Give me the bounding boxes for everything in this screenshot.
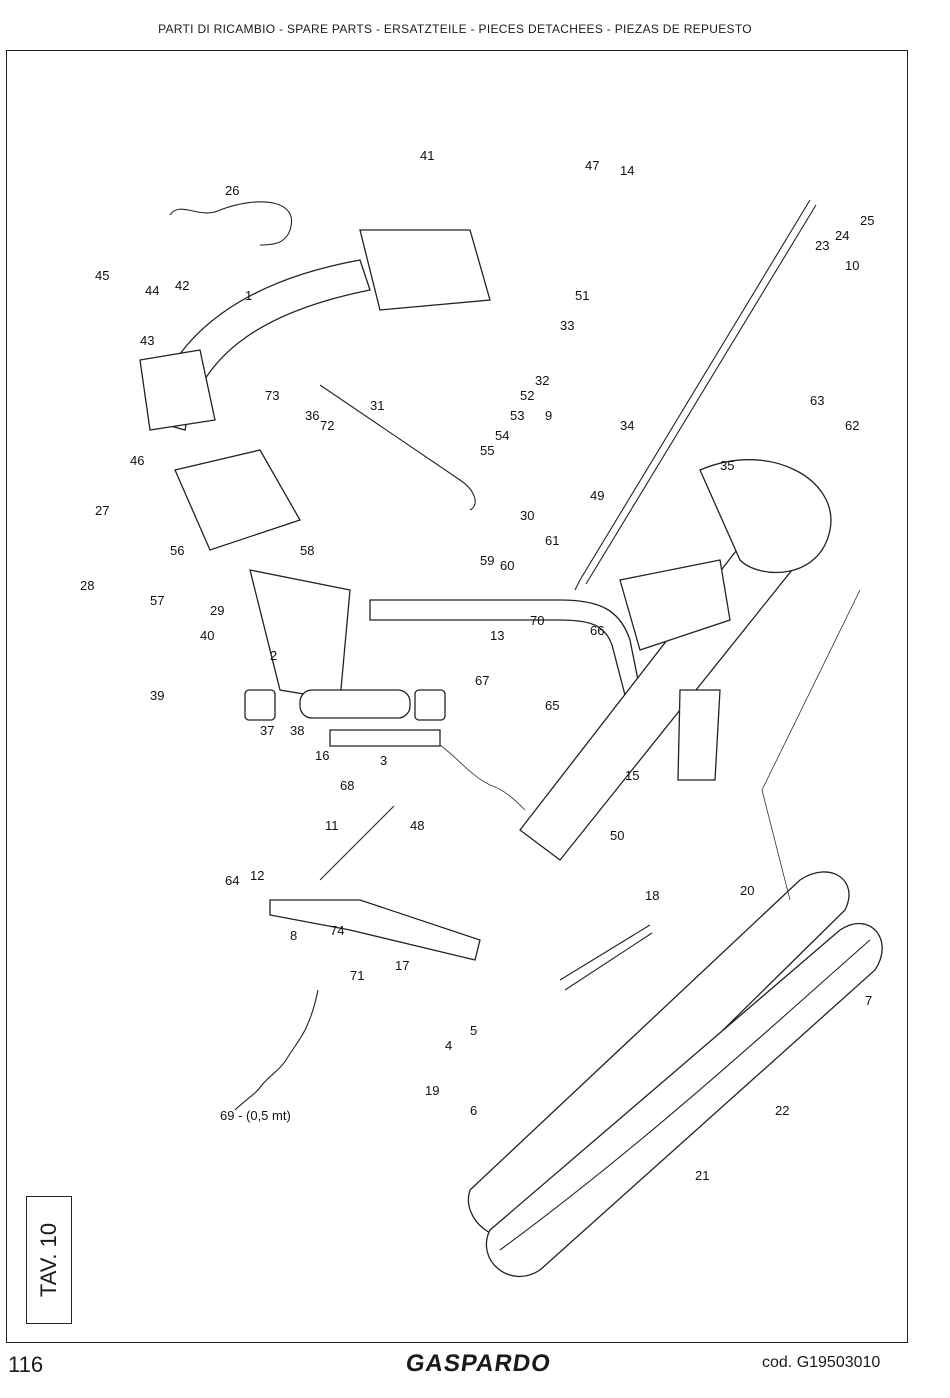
lower-plate: [269, 899, 481, 961]
callout-64: 64: [225, 873, 239, 888]
callout-4: 4: [445, 1038, 452, 1053]
callout-69: 69 - (0,5 mt): [220, 1108, 291, 1123]
callout-50: 50: [610, 828, 624, 843]
brand-logo: GASPARDO: [404, 1350, 553, 1377]
callout-40: 40: [200, 628, 214, 643]
callout-12: 12: [250, 868, 264, 883]
callout-49: 49: [590, 488, 604, 503]
callout-52: 52: [520, 388, 534, 403]
callout-9: 9: [545, 408, 552, 423]
callout-21: 21: [695, 1168, 709, 1183]
callout-44: 44: [145, 283, 159, 298]
callout-2: 2: [270, 648, 277, 663]
callout-24: 24: [835, 228, 849, 243]
callout-42: 42: [175, 278, 189, 293]
callout-61: 61: [545, 533, 559, 548]
callout-7: 7: [865, 993, 872, 1008]
table-number-box: TAV. 10: [26, 1196, 72, 1324]
callout-10: 10: [845, 258, 859, 273]
belt-cover: [485, 923, 883, 1277]
main-arch-frame: [139, 229, 491, 551]
callout-34: 34: [620, 418, 634, 433]
callout-43: 43: [140, 333, 154, 348]
callout-51: 51: [575, 288, 589, 303]
callout-13: 13: [490, 628, 504, 643]
callout-11: 11: [325, 818, 339, 833]
page-header: PARTI DI RICAMBIO - SPARE PARTS - ERSATZ…: [158, 22, 752, 36]
callout-60: 60: [500, 558, 514, 573]
callout-26: 26: [225, 183, 239, 198]
callout-28: 28: [80, 578, 94, 593]
callout-72: 72: [320, 418, 334, 433]
callout-33: 33: [560, 318, 574, 333]
callout-74: 74: [330, 923, 344, 938]
callout-66: 66: [590, 623, 604, 638]
coil-spring-69: [234, 989, 319, 1111]
callout-54: 54: [495, 428, 509, 443]
callout-56: 56: [170, 543, 184, 558]
callout-29: 29: [210, 603, 224, 618]
callout-65: 65: [545, 698, 559, 713]
callout-45: 45: [95, 268, 109, 283]
callout-68: 68: [340, 778, 354, 793]
callout-5: 5: [470, 1023, 477, 1038]
callout-39: 39: [150, 688, 164, 703]
callout-8: 8: [290, 928, 297, 943]
tension-spring: [319, 805, 395, 881]
callout-47: 47: [585, 158, 599, 173]
hairpin-clip: [169, 201, 293, 246]
callout-23: 23: [815, 238, 829, 253]
callout-31: 31: [370, 398, 384, 413]
callout-1: 1: [245, 288, 252, 303]
callout-18: 18: [645, 888, 659, 903]
callout-48: 48: [410, 818, 424, 833]
callout-67: 67: [475, 673, 489, 688]
callout-3: 3: [380, 753, 387, 768]
callout-46: 46: [130, 453, 144, 468]
callout-36: 36: [305, 408, 319, 423]
main-beam: [519, 519, 801, 861]
drawing-frame: [6, 50, 908, 1343]
callout-37: 37: [260, 723, 274, 738]
callout-57: 57: [150, 593, 164, 608]
callout-70: 70: [530, 613, 544, 628]
callout-32: 32: [535, 373, 549, 388]
callout-58: 58: [300, 543, 314, 558]
callout-73: 73: [265, 388, 279, 403]
callout-27: 27: [95, 503, 109, 518]
callout-labels: 1 2 3 4 5 6 7 8 9 10 11 12 13 14 15 16 1…: [80, 148, 874, 1183]
callout-6: 6: [470, 1103, 477, 1118]
long-rod: [574, 199, 811, 591]
bent-tube: [369, 599, 641, 696]
short-rod: [559, 924, 651, 981]
callout-71: 71: [350, 968, 364, 983]
callout-35: 35: [720, 458, 734, 473]
callout-38: 38: [290, 723, 304, 738]
callout-15: 15: [625, 768, 639, 783]
callout-16: 16: [315, 748, 329, 763]
pivot-pipe: [329, 729, 441, 747]
hook-rod: [319, 384, 476, 511]
callout-30: 30: [520, 508, 534, 523]
sub-frame: [249, 569, 351, 701]
belt-housing: [467, 871, 850, 1237]
callout-62: 62: [845, 418, 859, 433]
page-number: 116: [8, 1352, 44, 1377]
callout-59: 59: [480, 553, 494, 568]
callout-55: 55: [480, 443, 494, 458]
callout-14: 14: [620, 163, 634, 178]
chain: [439, 744, 526, 811]
callout-22: 22: [775, 1103, 789, 1118]
callout-53: 53: [510, 408, 524, 423]
callout-41: 41: [420, 148, 434, 163]
callout-20: 20: [740, 883, 754, 898]
callout-19: 19: [425, 1083, 439, 1098]
callout-17: 17: [395, 958, 409, 973]
document-code: cod. G19503010: [762, 1354, 881, 1371]
callout-25: 25: [860, 213, 874, 228]
callout-63: 63: [810, 393, 824, 408]
